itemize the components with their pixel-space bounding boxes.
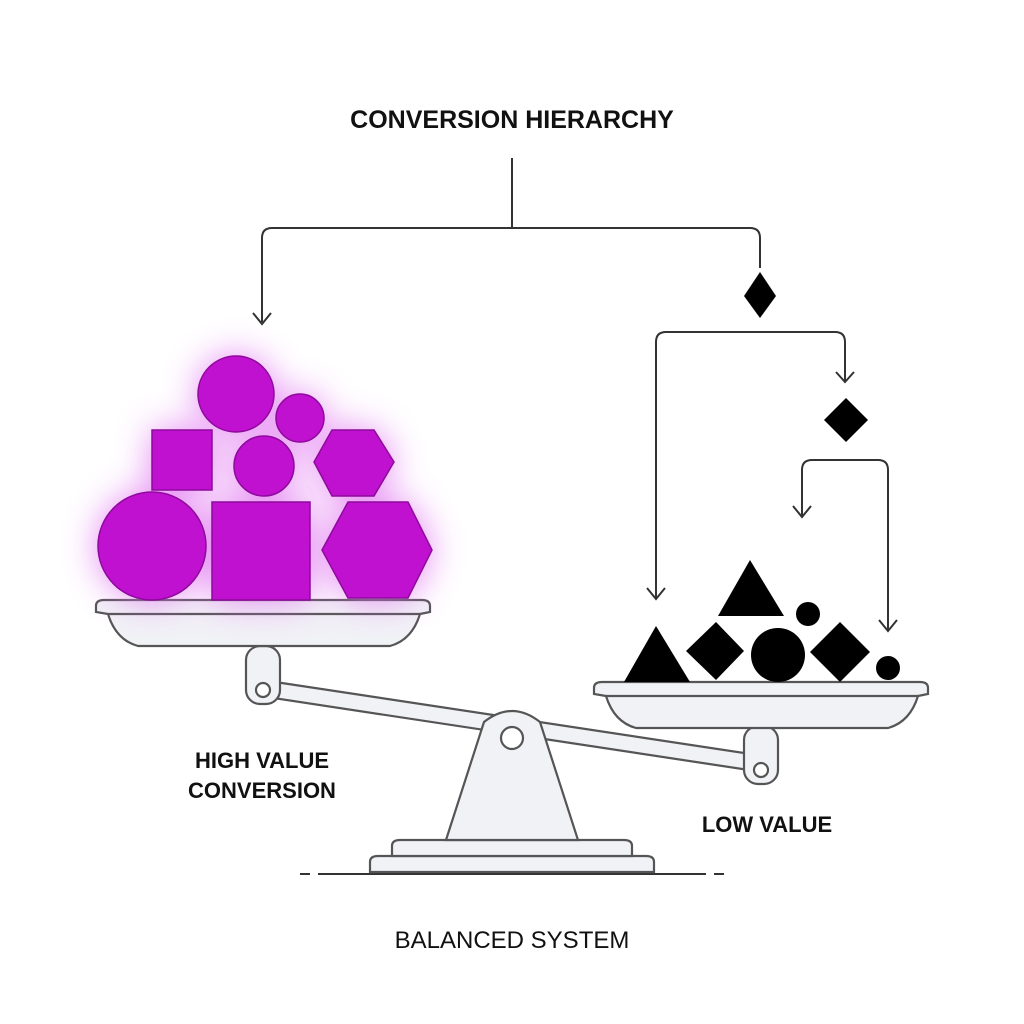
arrow-down-level-3-left (792, 505, 812, 519)
diamond-shape-left (686, 622, 744, 680)
right-pan (592, 680, 930, 730)
balance-scale (94, 598, 930, 875)
high-value-shapes (97, 355, 433, 601)
large-hexagon-shape (321, 501, 433, 599)
scale-base-bottom (368, 854, 656, 874)
fulcrum-pivot (499, 725, 525, 751)
right-hanger-pin (752, 761, 770, 779)
high-value-label-line2: CONVERSION (188, 778, 336, 803)
arrow-down-level-3-right (878, 619, 898, 633)
circle-shape-large (751, 628, 805, 682)
diamond-shape-right (810, 622, 870, 682)
left-hanger-pin (254, 681, 272, 699)
low-value-label: LOW VALUE (702, 812, 832, 837)
diamond-node-1 (744, 272, 776, 318)
diagram-title: CONVERSION HIERARCHY (350, 106, 674, 134)
connector-to-high-value (261, 227, 512, 322)
hierarchy-connectors (252, 158, 898, 633)
low-value-shapes (624, 560, 900, 682)
arrow-down-level-2-right (835, 371, 855, 384)
small-square-shape (151, 429, 213, 491)
large-circle-shape (97, 491, 207, 601)
top-circle-shape (197, 355, 275, 433)
connector-to-first-diamond (512, 227, 761, 268)
connector-level-2 (655, 331, 846, 598)
circle-shape-small-right (876, 656, 900, 680)
medium-circle-shape (233, 435, 295, 497)
diamond-node-2 (824, 398, 868, 442)
footer-label: BALANCED SYSTEM (395, 927, 630, 954)
small-hexagon-shape (313, 429, 395, 497)
triangle-shape-left (624, 626, 690, 682)
left-pan (94, 598, 432, 648)
arrow-down-high-value (252, 312, 272, 326)
arrow-down-low-value-left (646, 587, 666, 601)
scale-base-top (390, 838, 634, 858)
triangle-shape-top (718, 560, 784, 616)
circle-shape-small-top (796, 602, 820, 626)
high-value-label-line1: HIGH VALUE (195, 748, 329, 773)
connector-level-3 (801, 459, 889, 630)
large-square-shape (211, 501, 311, 601)
scale-fulcrum (444, 710, 580, 842)
small-circle-shape (275, 393, 325, 443)
